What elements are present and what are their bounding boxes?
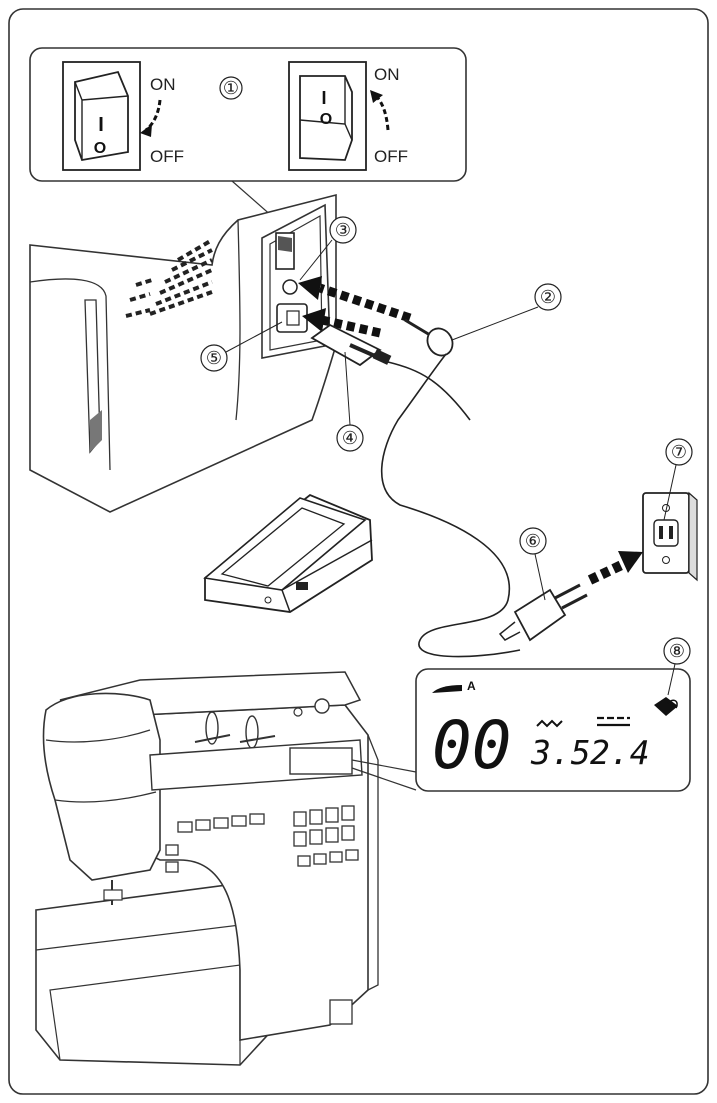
switch-off-mark: O <box>320 111 332 128</box>
presser-foot-icon <box>432 685 462 693</box>
callout-2: ② <box>540 287 556 307</box>
switch-off-mark: O <box>94 140 106 157</box>
callout-3: ③ <box>335 220 351 240</box>
power-switch-off-illustration: I O ON OFF <box>62 61 184 171</box>
callout-labels: ③ ② ⑤ ④ ⑦ ⑥ <box>200 216 693 601</box>
stitch-length-value: 2.4 <box>590 733 650 772</box>
power-cord-machine-plug <box>310 323 471 421</box>
pattern-number: 00 <box>432 707 511 784</box>
insert-arrows <box>298 276 412 338</box>
foot-control <box>203 493 373 613</box>
switch-on-mark: I <box>321 88 326 108</box>
callout-6: ⑥ <box>525 531 541 551</box>
foot-control-plug <box>380 318 521 658</box>
callout-8: ⑧ <box>669 641 685 661</box>
switch-on-mark: I <box>98 114 104 136</box>
machine-lcd-window <box>289 747 353 775</box>
control-buttons <box>165 805 359 873</box>
foot-control-jack <box>282 279 298 295</box>
callout-4: ④ <box>342 428 358 448</box>
curved-arrow-down-icon <box>144 99 162 132</box>
callout-7: ⑦ <box>671 442 687 462</box>
vent-slots <box>125 238 214 318</box>
power-plug <box>498 551 643 642</box>
off-label: OFF <box>374 147 408 166</box>
wall-outlet <box>642 491 698 582</box>
off-label: OFF <box>150 147 184 166</box>
power-switch-on-illustration: I O ON OFF <box>288 61 408 171</box>
on-label: ON <box>374 65 400 84</box>
stitch-width-value: 3.5 <box>530 733 591 772</box>
switch-detail-panel: I O ON OFF ① I O ON OFF <box>29 47 467 182</box>
foot-control-indicator-icon <box>654 697 678 716</box>
callout-5: ⑤ <box>206 348 222 368</box>
mode-letter: A <box>467 679 476 693</box>
stitch-width-icon <box>536 719 563 728</box>
lcd-display: A 00 3.5 2.4 <box>415 668 691 792</box>
machine-front-view <box>35 671 379 1066</box>
callout-1: ① <box>223 78 239 98</box>
on-label: ON <box>150 75 176 94</box>
